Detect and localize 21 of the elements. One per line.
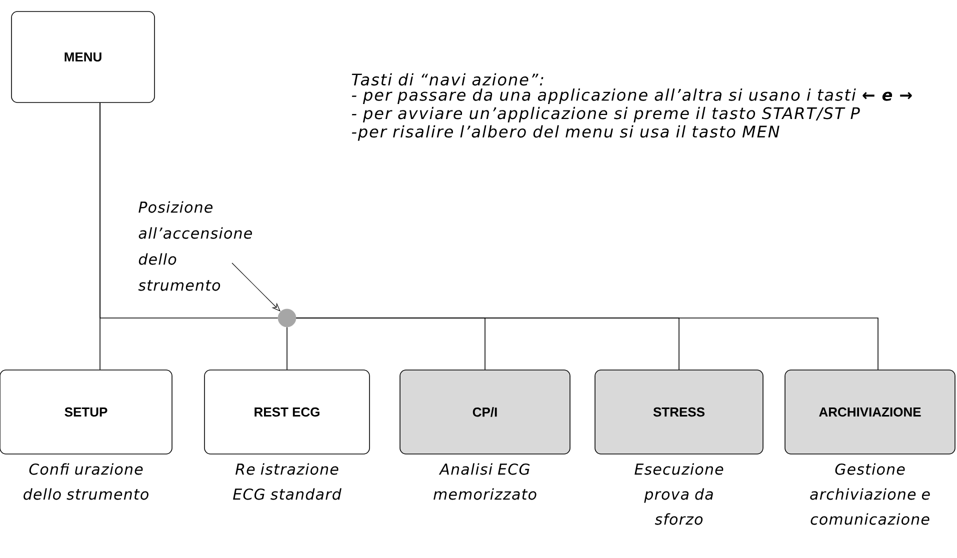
note-text: Tasti di “navi azione”: <box>352 73 544 86</box>
menu-box: MENU <box>11 11 155 103</box>
description-text: Gestione archiviazione e comunicazione <box>810 463 930 525</box>
connector-line <box>286 326 288 370</box>
junction-dot <box>278 308 296 328</box>
process-box: CP/I <box>400 370 570 454</box>
description-text: Esecuzione prova da sforzo <box>634 463 724 525</box>
description-text: Re istrazione ECG standard <box>233 463 342 500</box>
process-box: SETUP <box>0 370 172 454</box>
note-text: - per passare da una applicazione all’altra si usano i tasti ← e → <box>352 88 912 104</box>
process-box: REST ECG <box>204 370 370 454</box>
description-text: Analisi ECG memorizzato <box>434 463 536 500</box>
connector-line <box>296 318 878 370</box>
process-box: STRESS <box>594 370 764 454</box>
process-box: ARCHIVIAZIONE <box>784 370 956 454</box>
connector-line <box>100 102 278 318</box>
leader-line <box>232 262 280 312</box>
note-text: Posizione all’accensione dello strumento <box>138 201 252 291</box>
note-text: - per avviare un’applicazione si preme il tasto START/ST P <box>352 106 860 122</box>
note-text: -per risalire l’albero del menu si usa il tasto MEN <box>352 125 780 141</box>
description-text: Confi urazione dello strumento <box>24 463 148 500</box>
